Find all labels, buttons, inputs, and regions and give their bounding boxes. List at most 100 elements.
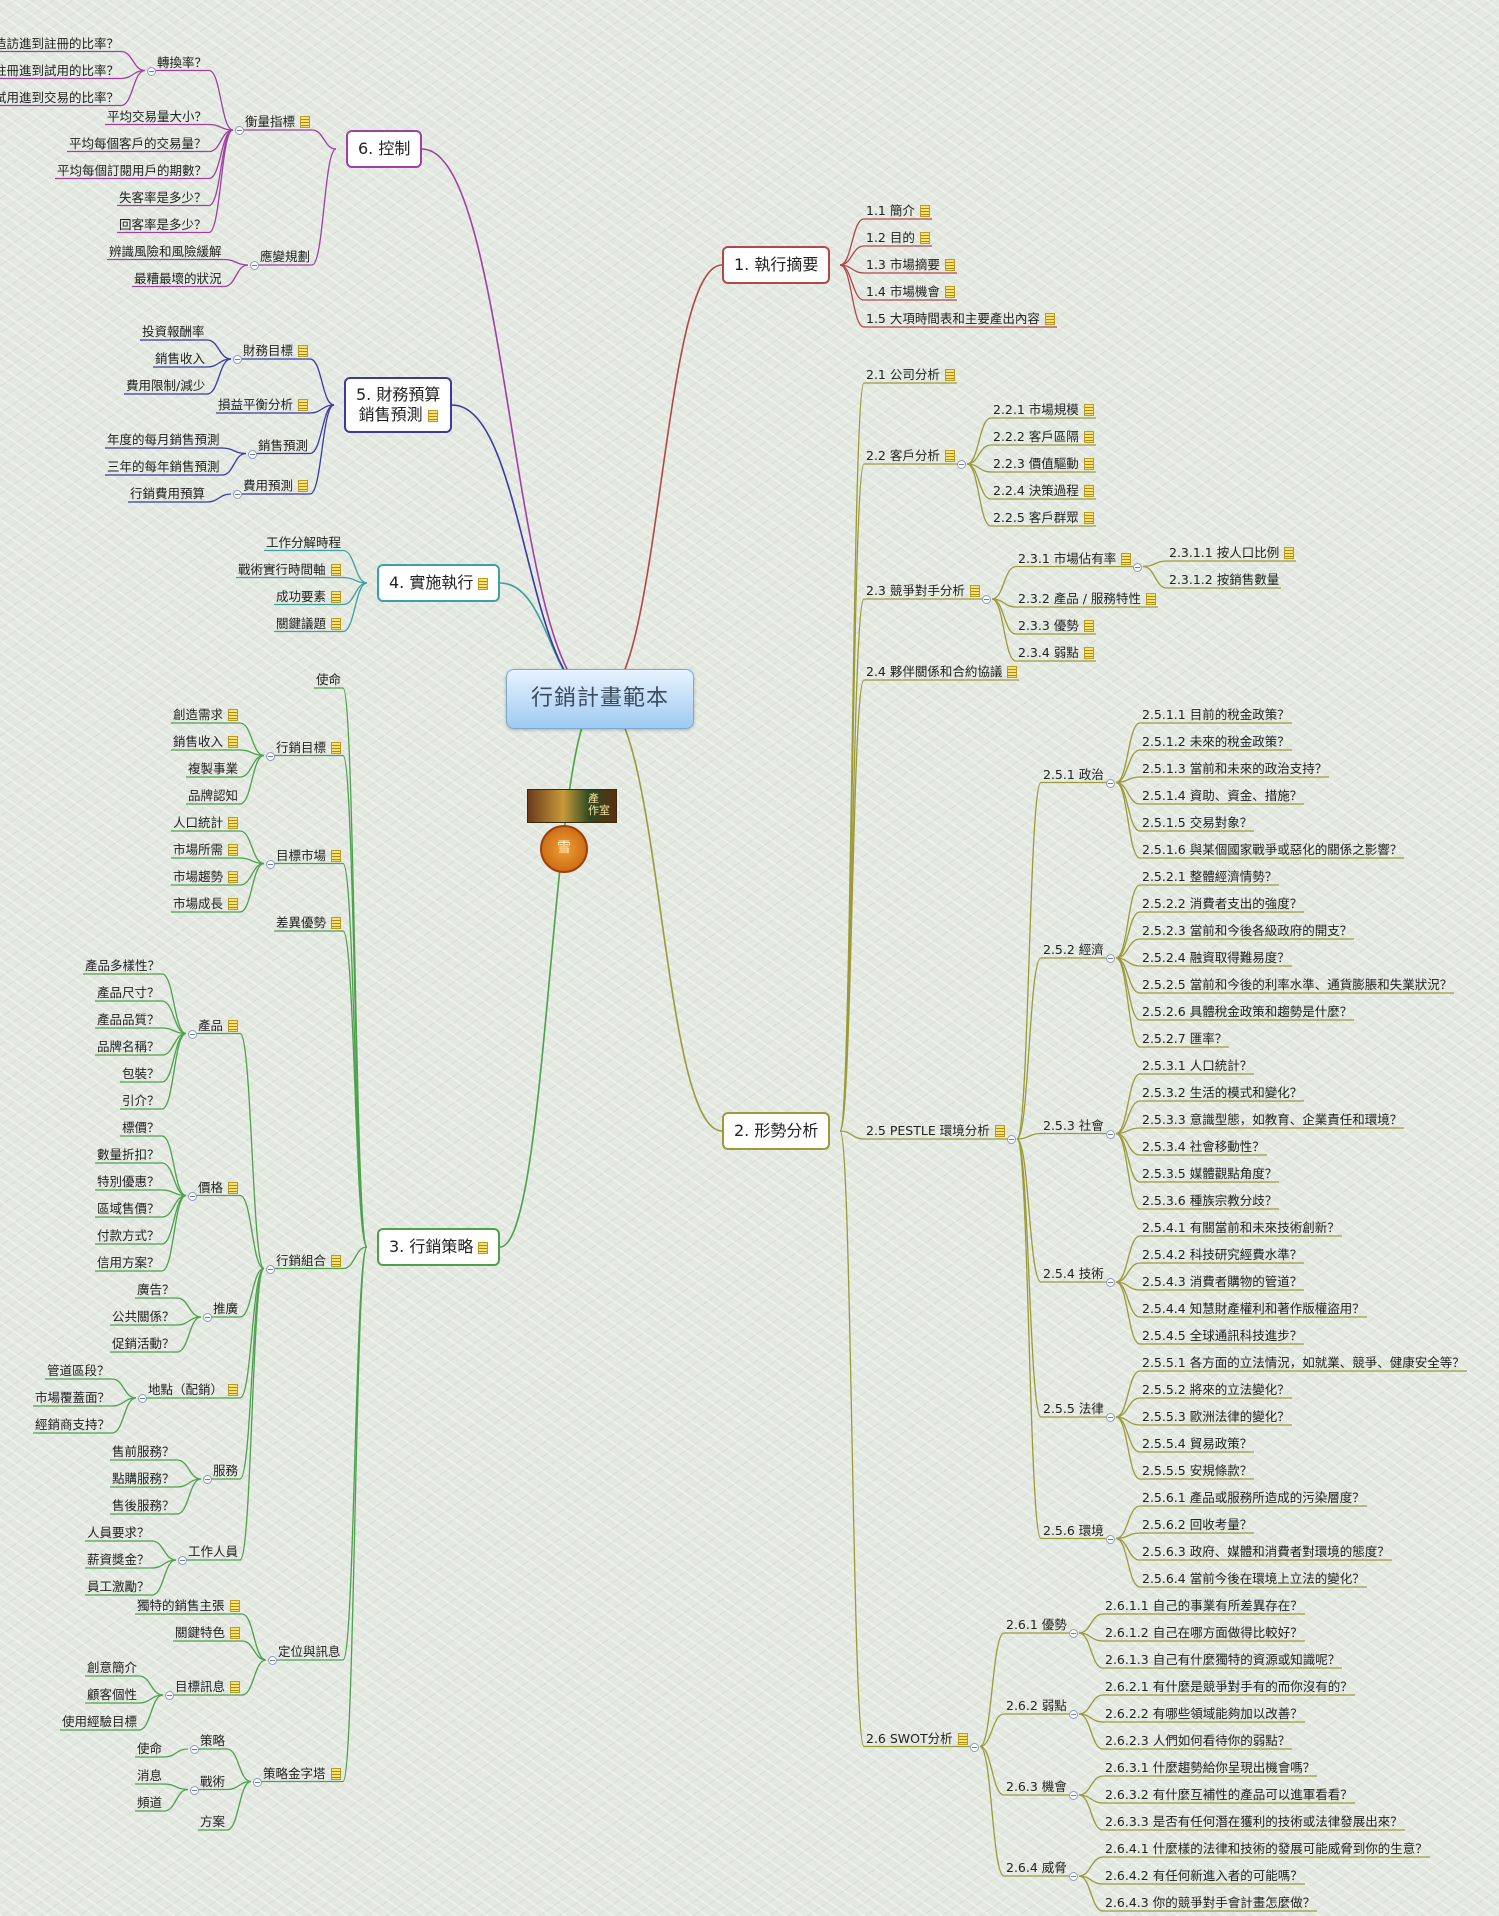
- collapse-toggle[interactable]: [266, 1264, 275, 1274]
- subtopic[interactable]: 2.6.2.2 有哪些領域能夠加以改善？: [1103, 1706, 1305, 1722]
- note-icon[interactable]: [228, 736, 239, 748]
- subtopic[interactable]: 銷售收入: [171, 734, 240, 750]
- subtopic[interactable]: 行銷費用預算: [128, 486, 207, 502]
- subtopic[interactable]: 2.5.2.2 消費者支出的強度？: [1140, 896, 1304, 912]
- note-icon[interactable]: [228, 898, 239, 910]
- subtopic[interactable]: 2.6.2.1 有什麼是競爭對手有的而你沒有的？: [1103, 1679, 1355, 1695]
- subtopic[interactable]: 辨識風險和風險緩解: [107, 244, 224, 260]
- subtopic[interactable]: 回客率是多少？: [117, 217, 209, 233]
- subtopic[interactable]: 獨特的銷售主張: [135, 1598, 242, 1614]
- subtopic[interactable]: 2.6.4 威脅: [1004, 1860, 1069, 1876]
- collapse-toggle[interactable]: [1007, 1135, 1016, 1144]
- note-icon[interactable]: [228, 709, 239, 721]
- note-icon[interactable]: [298, 399, 309, 411]
- subtopic[interactable]: 2.5.5.5 安規條款？: [1140, 1463, 1254, 1479]
- subtopic[interactable]: 2.2.2 客戶區隔: [991, 429, 1096, 445]
- subtopic[interactable]: 1.2 目的: [864, 230, 932, 246]
- subtopic[interactable]: 創意簡介: [85, 1660, 139, 1676]
- subtopic[interactable]: 2.5.2.1 整體經濟情勢？: [1140, 869, 1279, 885]
- subtopic[interactable]: 行銷組合: [274, 1253, 343, 1269]
- subtopic[interactable]: 2.3.1 市場佔有率: [1016, 551, 1133, 567]
- collapse-toggle[interactable]: [188, 1191, 197, 1201]
- subtopic[interactable]: 2.3.1.1 按人口比例: [1167, 545, 1296, 561]
- subtopic[interactable]: 1.1 簡介: [864, 203, 932, 219]
- note-icon[interactable]: [944, 369, 955, 381]
- subtopic[interactable]: 方案: [198, 1814, 227, 1830]
- subtopic[interactable]: 註冊進到試用的比率？: [0, 63, 121, 79]
- subtopic[interactable]: 費用預測: [241, 478, 310, 494]
- note-icon[interactable]: [1083, 485, 1094, 497]
- note-icon[interactable]: [330, 563, 341, 576]
- subtopic[interactable]: 2.3.2 產品 / 服務特性: [1016, 591, 1158, 607]
- subtopic[interactable]: 2.5.3.6 種族宗教分歧？: [1140, 1193, 1279, 1209]
- subtopic[interactable]: 2.5.2.6 具體稅金政策和趨勢是什麼？: [1140, 1004, 1354, 1020]
- note-icon[interactable]: [228, 844, 239, 856]
- collapse-toggle[interactable]: [190, 1785, 199, 1795]
- collapse-toggle[interactable]: [1069, 1629, 1078, 1638]
- subtopic[interactable]: 損益平衡分析: [216, 397, 310, 413]
- subtopic[interactable]: 2.5.4.5 全球通訊科技進步？: [1140, 1328, 1304, 1344]
- subtopic[interactable]: 2.6.4.2 有任何新進入者的可能嗎？: [1103, 1868, 1305, 1884]
- subtopic[interactable]: 2.6.3.2 有什麼互補性的產品可以進軍看看？: [1103, 1787, 1355, 1803]
- subtopic[interactable]: 費用限制/減少: [124, 378, 207, 394]
- note-icon[interactable]: [228, 817, 239, 829]
- subtopic[interactable]: 數量折扣？: [95, 1147, 162, 1163]
- collapse-toggle[interactable]: [250, 261, 259, 270]
- note-icon[interactable]: [1007, 666, 1018, 678]
- collapse-toggle[interactable]: [178, 1556, 187, 1565]
- collapse-toggle[interactable]: [1069, 1710, 1078, 1719]
- subtopic[interactable]: 管道區段？: [45, 1363, 112, 1379]
- subtopic[interactable]: 公共關係？: [110, 1309, 177, 1325]
- subtopic[interactable]: 關鍵特色: [173, 1625, 242, 1641]
- subtopic[interactable]: 2.5.4.4 知慧財產權利和著作版權盜用？: [1140, 1301, 1367, 1317]
- note-icon[interactable]: [1083, 458, 1094, 470]
- collapse-toggle[interactable]: [1069, 1872, 1078, 1881]
- note-icon[interactable]: [298, 345, 309, 357]
- subtopic[interactable]: 2.5.6.3 政府、媒體和消費者對環境的態度？: [1140, 1544, 1392, 1560]
- collapse-toggle[interactable]: [203, 1313, 212, 1322]
- subtopic[interactable]: 點購服務？: [110, 1471, 177, 1487]
- note-icon[interactable]: [944, 450, 955, 462]
- collapse-toggle[interactable]: [233, 355, 242, 364]
- subtopic[interactable]: 2.6.3 機會: [1004, 1779, 1069, 1795]
- subtopic[interactable]: 市場成長: [171, 896, 240, 912]
- collapse-toggle[interactable]: [235, 126, 244, 135]
- note-icon[interactable]: [1083, 431, 1094, 443]
- subtopic[interactable]: 2.6.1 優勢: [1004, 1617, 1069, 1633]
- subtopic[interactable]: 平均交易量大小？: [105, 109, 209, 125]
- subtopic[interactable]: 經銷商支持？: [33, 1417, 112, 1433]
- subtopic[interactable]: 造訪進到註冊的比率？: [0, 36, 121, 52]
- subtopic[interactable]: 人口統計: [171, 815, 240, 831]
- collapse-toggle[interactable]: [1106, 954, 1115, 963]
- central-topic[interactable]: 行銷計畫範本: [506, 669, 695, 729]
- subtopic[interactable]: 成功要素: [274, 589, 343, 605]
- subtopic[interactable]: 2.3.4 弱點: [1016, 645, 1096, 661]
- subtopic[interactable]: 標價？: [120, 1120, 162, 1136]
- note-icon[interactable]: [331, 590, 342, 603]
- subtopic[interactable]: 2.5.2.7 匯率？: [1140, 1031, 1229, 1047]
- subtopic[interactable]: 投資報酬率: [140, 324, 207, 340]
- subtopic[interactable]: 售後服務？: [110, 1498, 177, 1514]
- subtopic[interactable]: 品牌名稱？: [95, 1039, 162, 1055]
- subtopic[interactable]: 試用進到交易的比率？: [0, 90, 121, 106]
- subtopic[interactable]: 員工激勵？: [85, 1579, 152, 1595]
- subtopic[interactable]: 平均每個客戶的交易量？: [67, 136, 209, 152]
- subtopic[interactable]: 2.5.5 法律: [1041, 1401, 1106, 1417]
- subtopic[interactable]: 應變規劃: [258, 249, 312, 265]
- note-icon[interactable]: [1083, 512, 1094, 524]
- subtopic[interactable]: 目標市場: [274, 848, 343, 864]
- collapse-toggle[interactable]: [190, 1745, 199, 1754]
- branch-topic[interactable]: 6. 控制: [346, 130, 423, 168]
- collapse-toggle[interactable]: [253, 1777, 262, 1787]
- subtopic[interactable]: 2.6.3.1 什麼趨勢給你呈現出機會嗎？: [1103, 1760, 1317, 1776]
- subtopic[interactable]: 2.2.1 市場規模: [991, 402, 1096, 418]
- subtopic[interactable]: 行銷目標: [274, 740, 343, 756]
- subtopic[interactable]: 信用方案？: [95, 1255, 162, 1271]
- note-icon[interactable]: [229, 1600, 240, 1612]
- collapse-toggle[interactable]: [1106, 1278, 1115, 1287]
- note-icon[interactable]: [298, 480, 309, 492]
- collapse-toggle[interactable]: [138, 1394, 147, 1403]
- subtopic[interactable]: 產品尺寸？: [95, 985, 162, 1001]
- subtopic[interactable]: 差異優勢: [274, 915, 343, 931]
- note-icon[interactable]: [228, 871, 239, 883]
